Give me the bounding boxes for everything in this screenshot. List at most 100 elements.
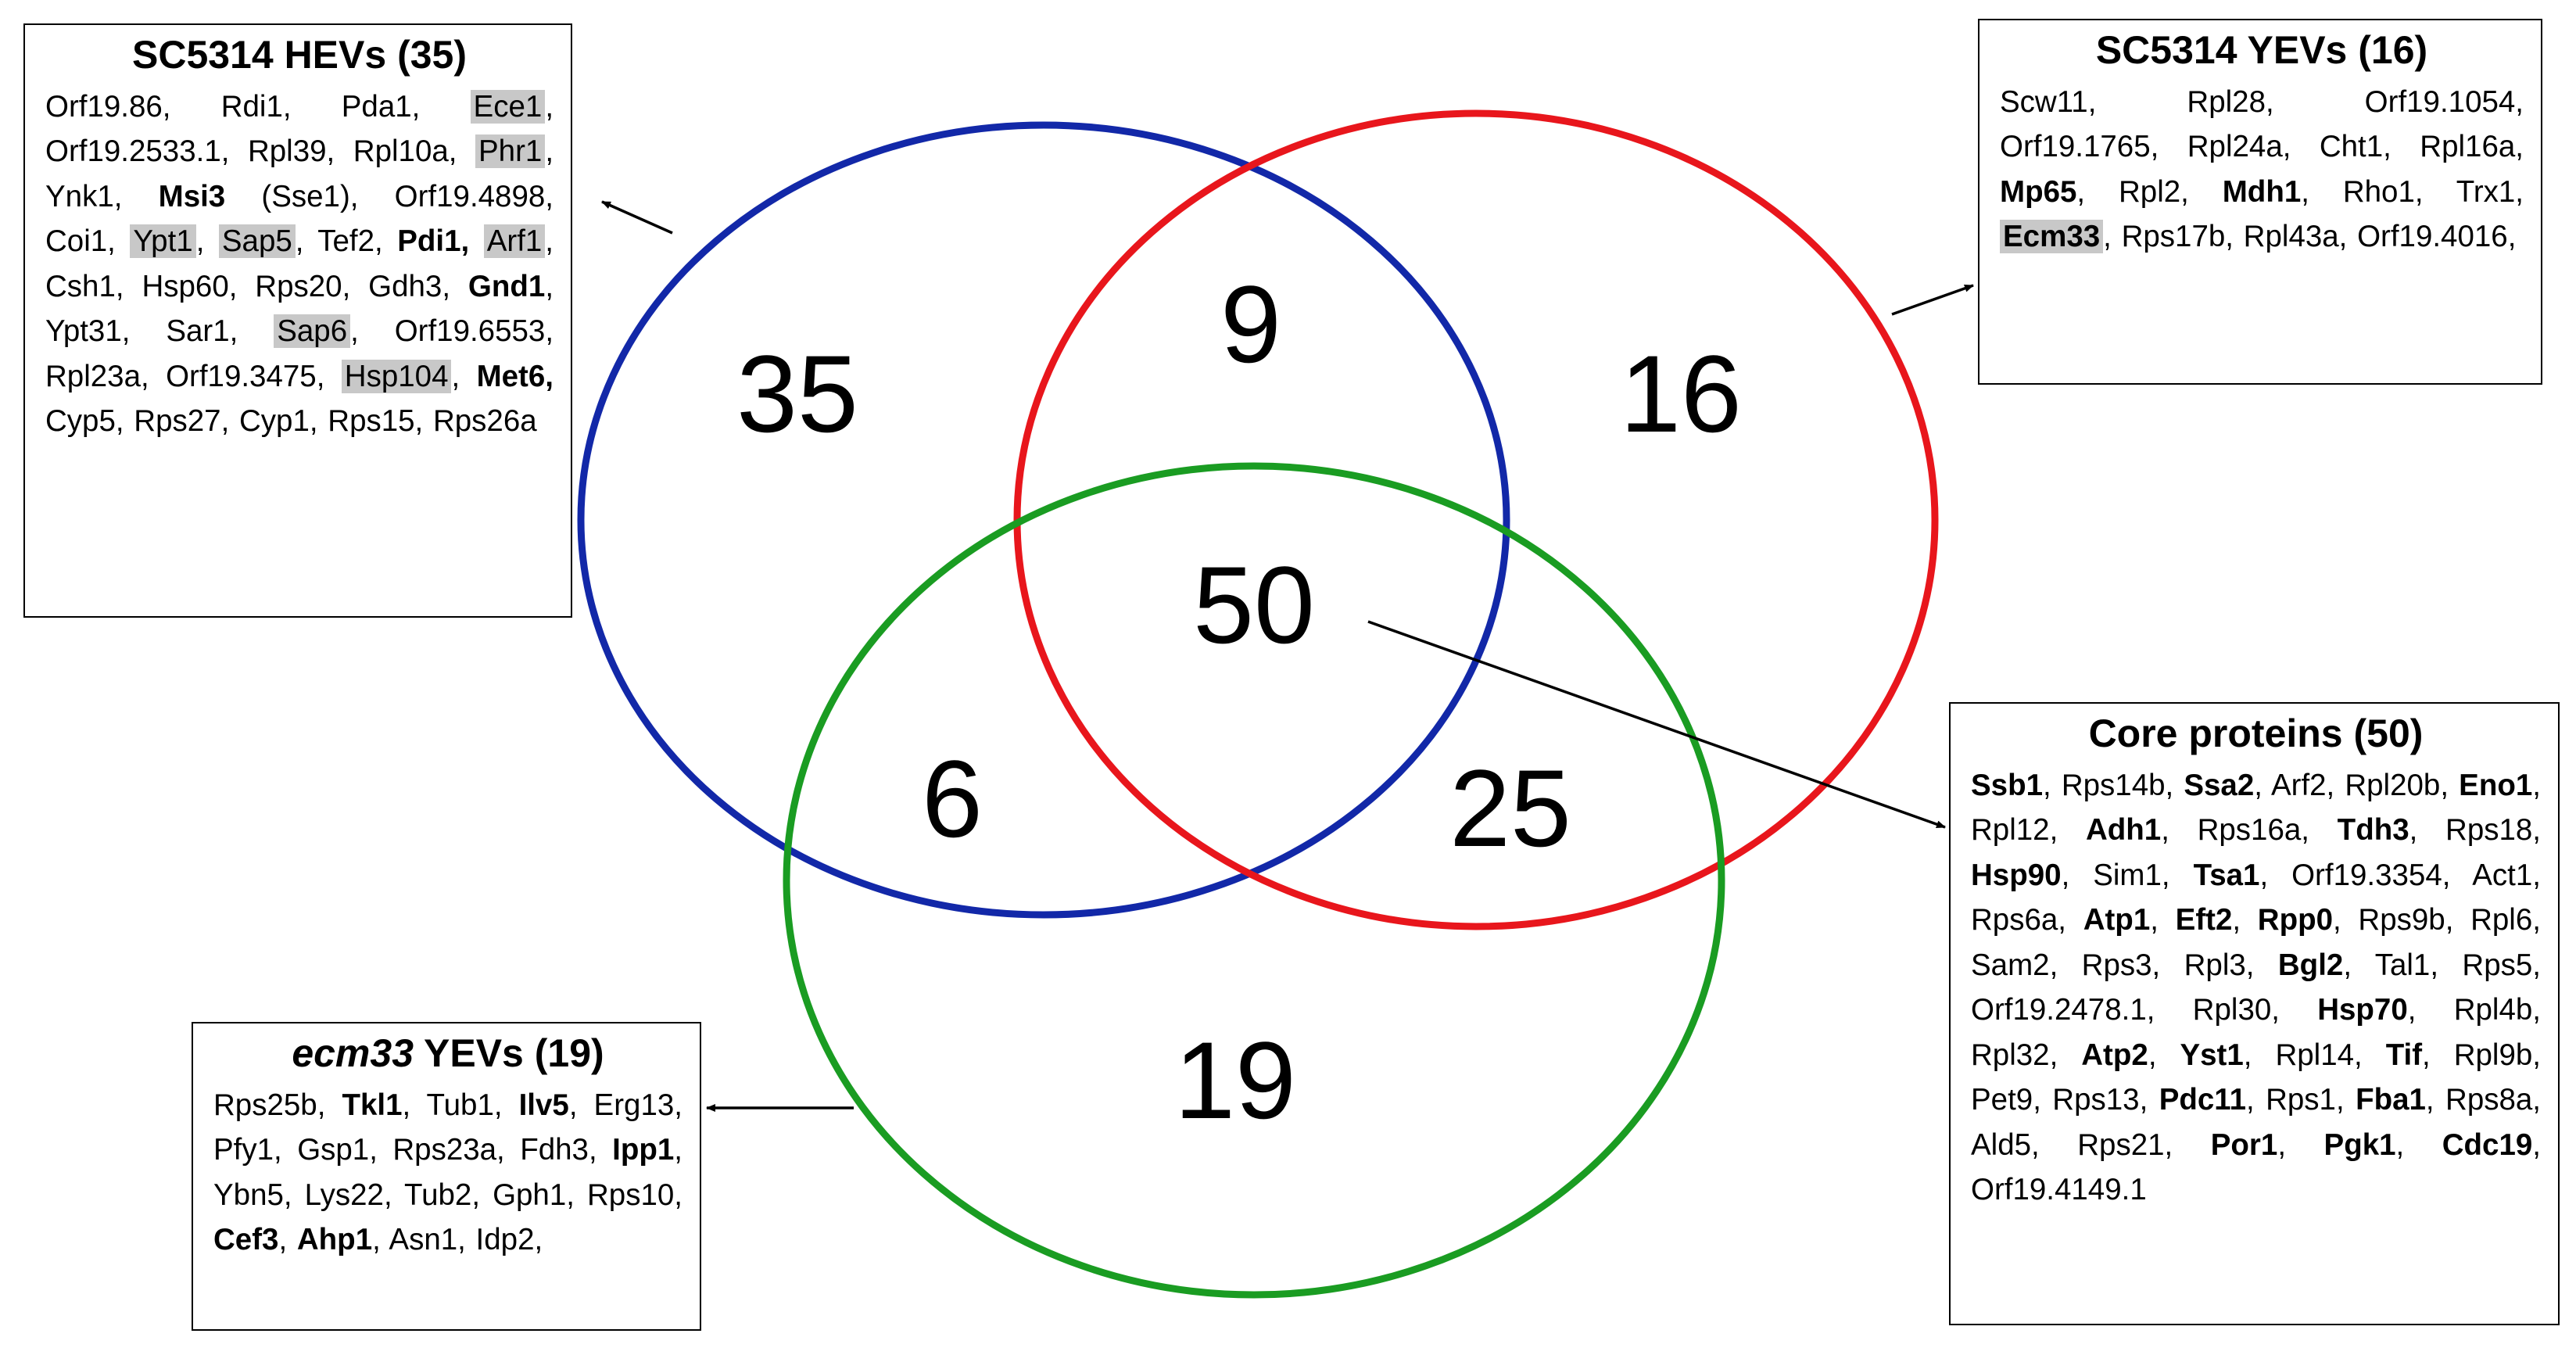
protein-item: , [2061, 858, 2070, 892]
protein-item: Idp2, [475, 1223, 543, 1256]
protein-item: Trx1, [2456, 174, 2524, 209]
protein-item: Orf19.4016, [2357, 220, 2517, 253]
protein-item: Asn1, [389, 1223, 466, 1256]
protein-item: Lys22, [304, 1178, 392, 1212]
protein-item: Rpl20b, [2345, 768, 2449, 802]
protein-item: , [195, 224, 205, 258]
protein-item: Rpl9b, [2453, 1038, 2541, 1072]
protein-item: Fdh3, [520, 1133, 597, 1167]
protein-item: Rpl12, [1971, 813, 2058, 847]
protein-item: Rps8a, [2445, 1083, 2542, 1117]
region-count-hevs-ecm33: 6 [922, 737, 983, 860]
protein-item: , [2043, 768, 2051, 802]
protein-item: Gph1, [493, 1178, 575, 1212]
protein-item: Pfy1, [213, 1133, 282, 1167]
protein-item: Orf19.2478.1, [1971, 993, 2155, 1027]
arrow-to-hevs-box [601, 200, 673, 235]
protein-item: Erg13, [593, 1088, 683, 1122]
protein-item: Rpl14, [2275, 1038, 2363, 1072]
protein-list-yevs: Scw11, Rpl28, Orf19.1054, Orf19.1765, Rp… [2000, 80, 2524, 260]
protein-list-hevs: Orf19.86, Rdi1, Pda1, Ece1, Orf19.2533.1… [45, 84, 554, 444]
protein-item: Pda1 [341, 89, 412, 124]
protein-item: Ald5, [1971, 1127, 2040, 1162]
protein-item: Ecm33 [2000, 220, 2104, 253]
protein-item: Orf19.3354, [2291, 858, 2451, 892]
protein-item: , [2148, 1038, 2157, 1072]
protein-item: Hsp90 [1971, 858, 2062, 892]
protein-item: Rps18, [2445, 813, 2542, 847]
protein-item: Fba1 [2356, 1083, 2426, 1117]
box-ecm33-yevs: ecm33 YEVs (19) Rps25b, Tkl1, Tub1, Ilv5… [192, 1022, 701, 1331]
protein-item: Pgk1 [2323, 1127, 2396, 1162]
protein-item: Rdi1, [220, 89, 292, 124]
protein-item: Rpp0 [2257, 903, 2334, 937]
protein-item: Rps27, [134, 404, 230, 438]
box-core-proteins: Core proteins (50) Ssb1, Rps14b, Ssa2, A… [1949, 702, 2560, 1325]
protein-item: , [2301, 174, 2309, 209]
protein-item: Tdh3 [2337, 813, 2409, 847]
protein-item: Ynk1, [45, 179, 123, 213]
protein-item: Adh1 [2085, 813, 2162, 847]
protein-item: Ssa2 [2184, 768, 2255, 802]
protein-item: Rps5, [2462, 948, 2541, 982]
protein-item: Mdh1 [2222, 174, 2302, 209]
protein-item: Rpl24a, [2187, 130, 2291, 163]
protein-item: Tkl1 [342, 1088, 403, 1122]
protein-item: Rps20, [255, 269, 351, 303]
region-count-hevs-only: 35 [736, 332, 858, 455]
region-count-ecm33-only: 19 [1174, 1019, 1296, 1142]
arrow-to-yevs-box [1891, 284, 1974, 316]
protein-item: , [545, 269, 554, 303]
circle-sc5314-hevs [577, 121, 1510, 919]
protein-item: , [568, 1088, 578, 1122]
protein-item: , [2425, 1083, 2434, 1117]
protein-item: Sap6 [274, 314, 351, 348]
protein-item: Hsp104 [341, 359, 452, 393]
protein-item: Ipp1 [612, 1133, 675, 1167]
protein-item: Gsp1, [297, 1133, 378, 1167]
protein-item: Met6, [476, 359, 554, 393]
protein-item: , [2254, 768, 2263, 802]
protein-item: Ypt1 [130, 224, 196, 258]
protein-item: Hsp60, [142, 269, 238, 303]
region-count-yevs-only: 16 [1620, 332, 1742, 455]
protein-item: Pet9, [1971, 1083, 2041, 1117]
protein-item: Rps13, [2052, 1083, 2148, 1117]
box-title-hevs: SC5314 HEVs (35) [131, 33, 467, 77]
protein-item: Cyp5, [45, 404, 124, 438]
protein-item: Ybn5, [213, 1178, 292, 1212]
protein-item: Gdh3, [368, 269, 451, 303]
protein-item: Eno1 [2459, 768, 2533, 802]
protein-item: , [2076, 174, 2086, 209]
protein-item: Sar1, [166, 314, 238, 348]
protein-item: Pdi1, [397, 224, 470, 258]
protein-item: Gnd1 [468, 269, 546, 303]
protein-item: Rps21, [2077, 1127, 2173, 1162]
protein-item: Rps25b, [213, 1088, 326, 1122]
protein-item: , [350, 314, 359, 348]
protein-item: Bgl2 [2277, 948, 2344, 982]
protein-item: Msi3 [158, 179, 226, 213]
protein-item: Orf19.1054, [2364, 84, 2524, 119]
protein-list-ecm33: Rps25b, Tkl1, Tub1, Ilv5, Erg13, Pfy1, G… [213, 1083, 683, 1263]
protein-item: Pdc11 [2159, 1083, 2246, 1117]
protein-list-core: Ssb1, Rps14b, Ssa2, Arf2, Rpl20b, Eno1, … [1971, 763, 2541, 1213]
protein-item: , [278, 1223, 288, 1256]
protein-item: Rpl28, [2187, 84, 2274, 119]
protein-item: Rps15, [328, 404, 424, 438]
protein-item: , [2343, 948, 2352, 982]
protein-item: Rps10, [587, 1178, 683, 1212]
protein-item: Ssb1 [1971, 768, 2044, 802]
protein-item: Yst1 [2180, 1038, 2244, 1072]
protein-item: Scw11, [2000, 84, 2097, 119]
protein-item: Arf1 [483, 224, 546, 258]
protein-item: , [2161, 813, 2169, 847]
protein-item: Sam2, [1971, 948, 2058, 982]
protein-item: Arf2, [2270, 768, 2335, 802]
protein-item: Tal1, [2374, 948, 2439, 982]
protein-item: , [2150, 903, 2159, 937]
protein-item: , [545, 134, 554, 168]
protein-item: , [295, 224, 304, 258]
protein-item: Rps17b, [2121, 220, 2234, 253]
box-title-ecm33: ecm33 YEVs (19) [213, 1031, 683, 1077]
